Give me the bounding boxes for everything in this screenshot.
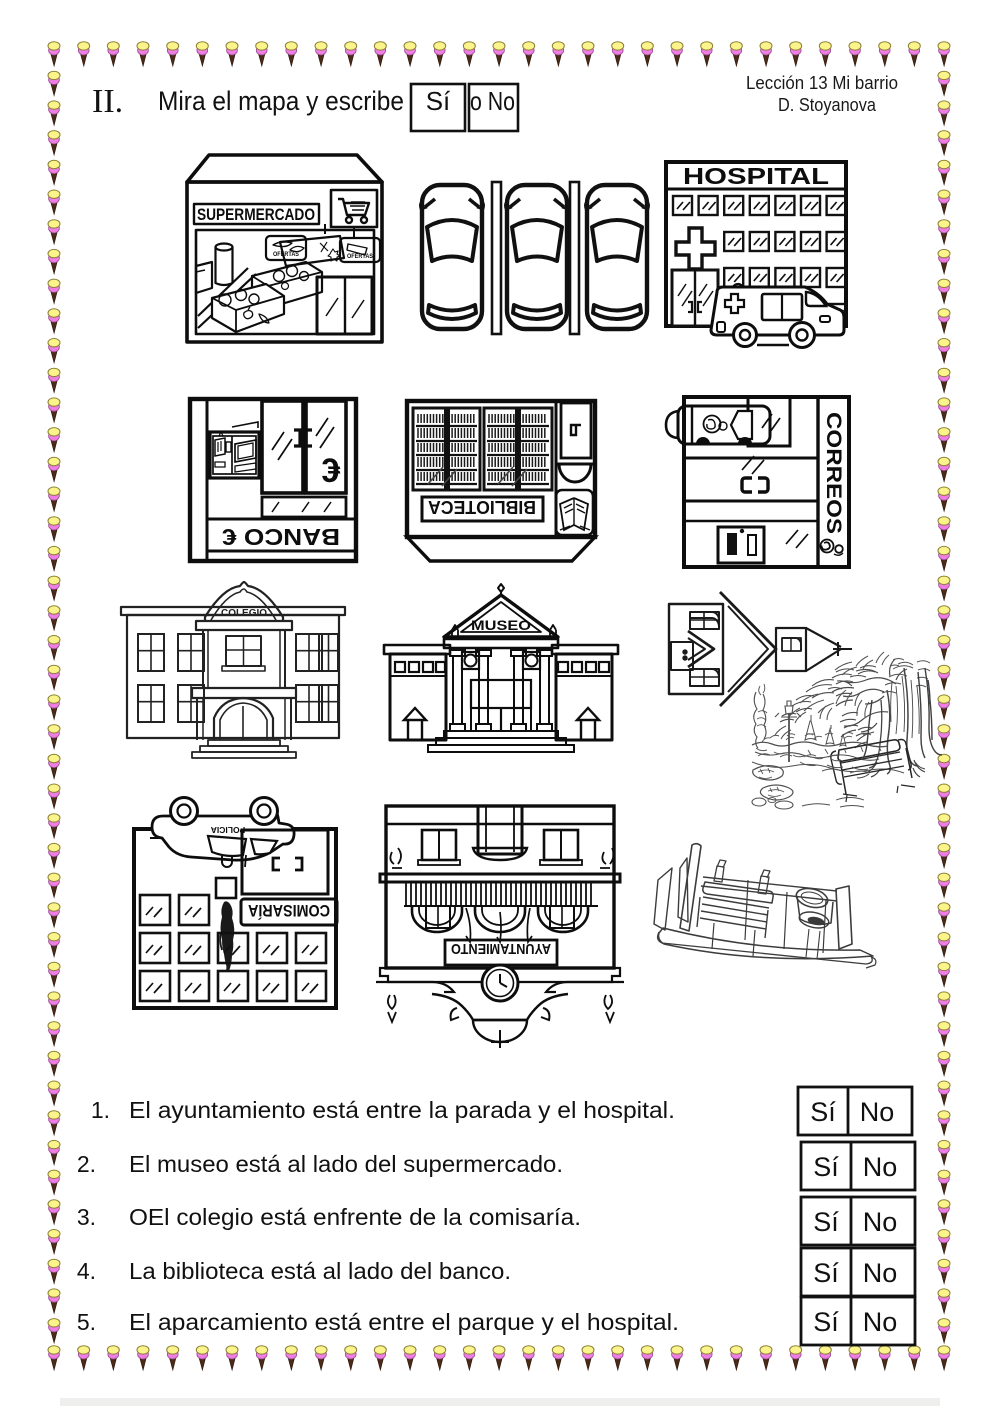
svg-text:HOSPITAL: HOSPITAL	[683, 163, 829, 189]
svg-text:El aparcamiento está entre el: El aparcamiento está entre el parque y e…	[129, 1309, 679, 1335]
svg-text:BIBLIOTECA: BIBLIOTECA	[428, 497, 536, 517]
svg-text:POLICIA: POLICIA	[211, 825, 245, 835]
svg-text:BANCO €: BANCO €	[222, 524, 340, 550]
svg-text:OFERTAS: OFERTAS	[273, 251, 300, 258]
svg-text:El ayuntamiento está entre la: El ayuntamiento está entre la parada y e…	[129, 1097, 675, 1123]
svg-text:OFERTAS: OFERTAS	[347, 253, 374, 260]
svg-text:No: No	[863, 1152, 898, 1182]
svg-text:MUSEO: MUSEO	[471, 617, 531, 633]
svg-text:Mira el mapa y escribe: Mira el mapa y escribe	[158, 86, 404, 116]
svg-text:Sí: Sí	[813, 1307, 839, 1337]
svg-text:El museo está al lado del supe: El museo está al lado del supermercado.	[129, 1151, 563, 1177]
svg-text:Sí: Sí	[426, 86, 451, 116]
svg-text:No: No	[863, 1307, 898, 1337]
svg-text:COMISARÍA: COMISARÍA	[248, 901, 330, 920]
svg-text:II.: II.	[92, 83, 123, 120]
svg-text:La biblioteca está al lado del: La biblioteca está al lado del banco.	[129, 1258, 511, 1284]
svg-text:1.: 1.	[91, 1097, 110, 1123]
svg-text:4.: 4.	[77, 1258, 96, 1284]
svg-text:OEl colegio está enfrente de l: OEl colegio está enfrente de la comisarí…	[129, 1204, 581, 1230]
svg-text:3.: 3.	[77, 1204, 96, 1230]
svg-text:CORREOS: CORREOS	[822, 412, 845, 534]
svg-text:SUPERMERCADO: SUPERMERCADO	[197, 206, 315, 224]
svg-text:o No: o No	[470, 86, 515, 116]
svg-text:Sí: Sí	[813, 1258, 839, 1288]
svg-text:COLEGIO: COLEGIO	[221, 607, 267, 619]
svg-text:Sí: Sí	[813, 1152, 839, 1182]
svg-text:D. Stoyanova: D. Stoyanova	[778, 95, 877, 115]
svg-text:5.: 5.	[77, 1309, 96, 1335]
svg-text:No: No	[863, 1207, 898, 1237]
svg-text:Sí: Sí	[813, 1207, 839, 1237]
svg-text:No: No	[860, 1097, 895, 1127]
svg-text:Lección 13 Mi barrio: Lección 13 Mi barrio	[746, 73, 898, 93]
svg-text:€: €	[321, 452, 340, 490]
svg-text:No: No	[863, 1258, 898, 1288]
svg-text:Sí: Sí	[810, 1097, 836, 1127]
svg-text:2.: 2.	[77, 1151, 96, 1177]
svg-text:AYUNTAMIENTO: AYUNTAMIENTO	[451, 940, 551, 957]
